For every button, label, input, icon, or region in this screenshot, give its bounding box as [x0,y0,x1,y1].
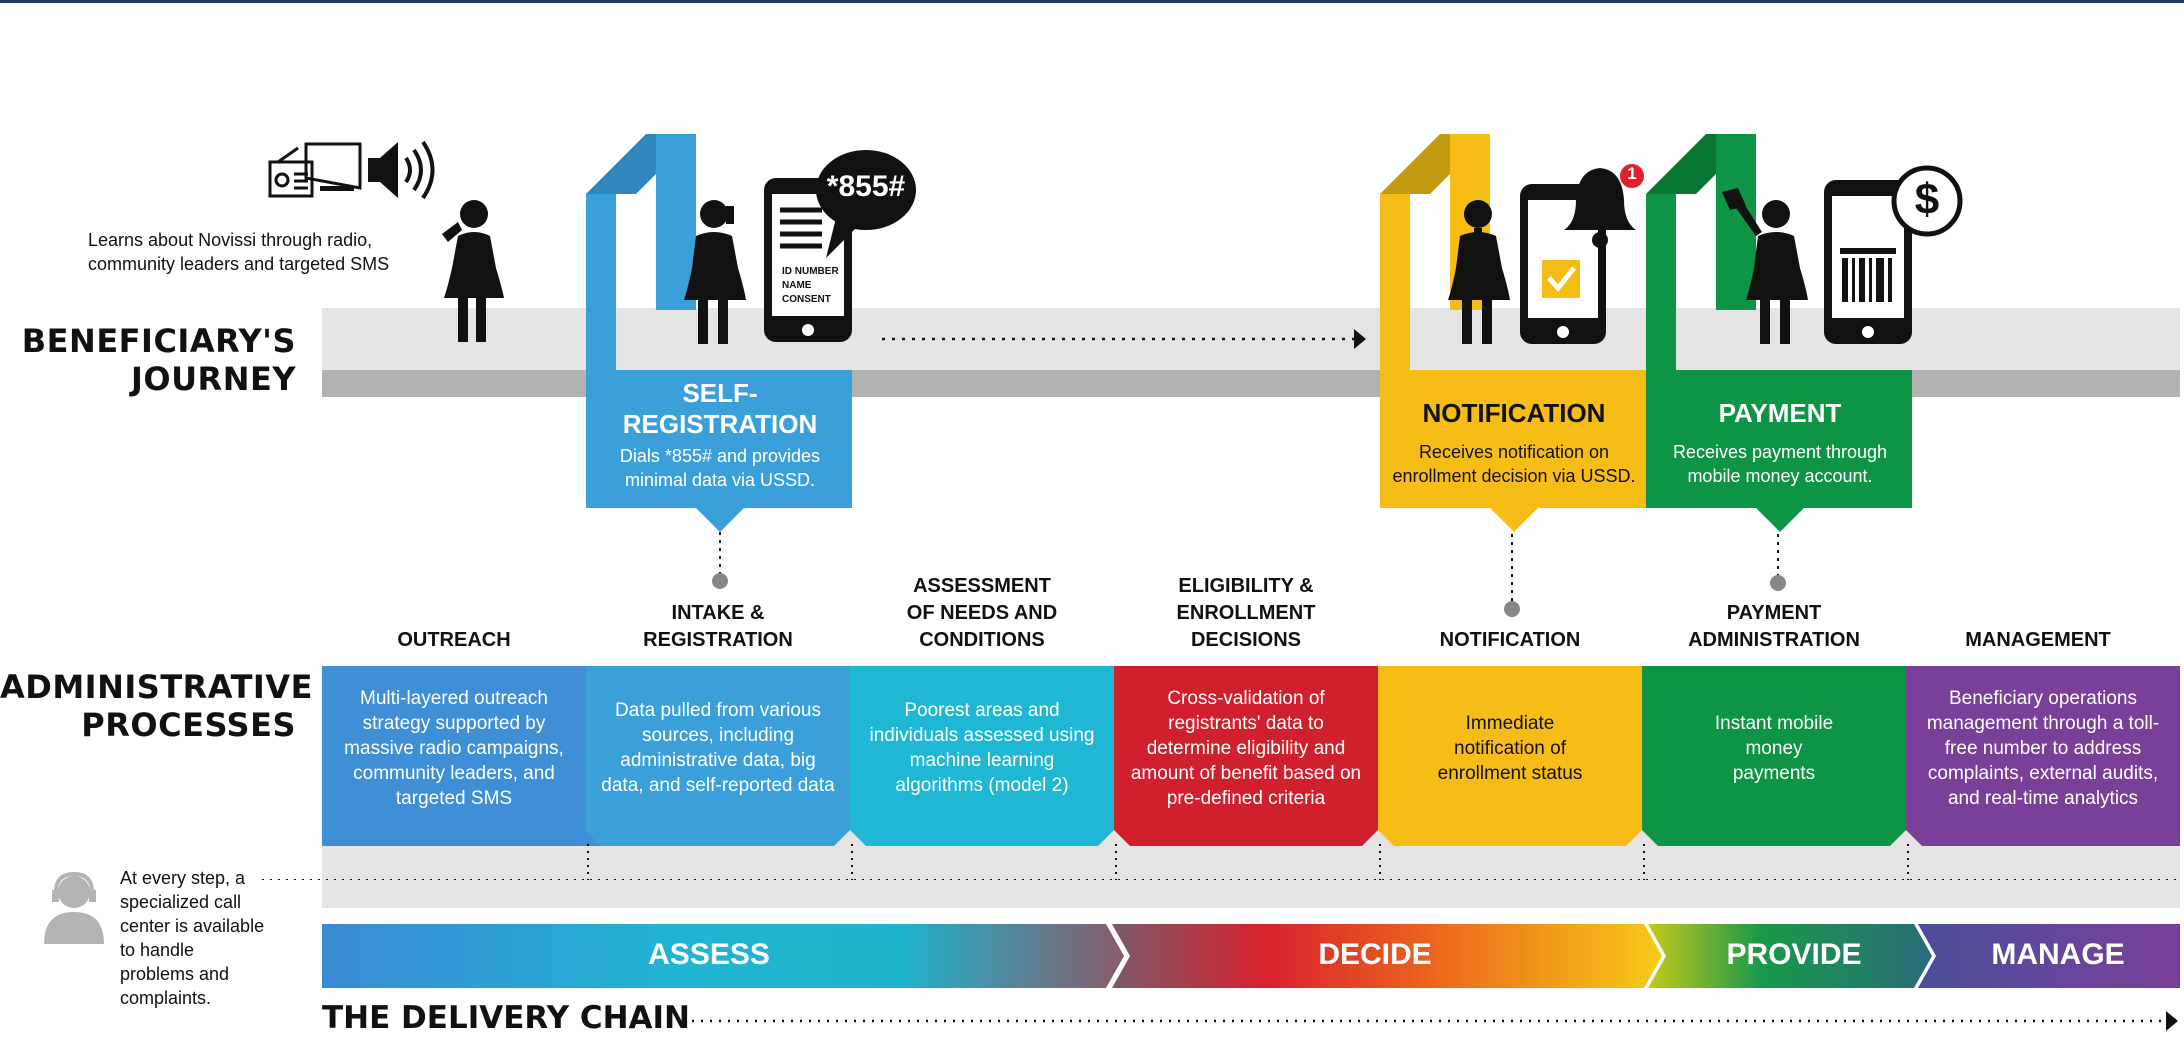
stage-boxes [322,666,2180,846]
phone-form-icon [764,178,852,342]
stage-text-assessment: Poorest areas and individuals assessed u… [869,700,1095,796]
self-registration-title: SELF- REGISTRATION [622,378,818,439]
media-icons [268,140,435,200]
stage-heading-notification: NOTIFICATION [1439,629,1581,651]
delivery-chain-title: THE DELIVERY CHAIN [322,1000,691,1036]
stage-heading-outreach: OUTREACH [397,629,511,651]
phase-assess [322,924,1124,988]
journey-section-title: BENEFICIARY'S JOURNEY [21,322,296,398]
stage-text-outreach: Multi-layered outreach strategy supporte… [344,687,564,809]
notification-badge [1620,164,1644,188]
phase-provide [1648,924,1932,988]
stage-box-texts: Multi-layered outreach strategy supporte… [322,666,2180,830]
call-center-text: At every step, a specialized call center… [120,868,265,1008]
phase-bar [322,924,2180,988]
person-with-card-icon [1722,188,1808,344]
bell-icon [1564,168,1636,248]
speaker-icon [368,140,435,200]
delivery-chain-arrow [692,1011,2178,1031]
stage-heading-assessment: ASSESSMENT OF NEEDS AND CONDITIONS [906,575,1058,651]
phase-manage [1918,924,2180,988]
stage-box-intake [586,666,850,846]
payment-title: PAYMENT [1718,398,1842,428]
payment-bracket [1646,134,1912,532]
call-center-line [262,844,2180,880]
phase-decide [1112,924,1662,988]
stage-box-assessment [850,666,1114,846]
stage-heading-intake: INTAKE & REGISTRATION [643,602,793,651]
notification-title: NOTIFICATION [1422,398,1606,428]
person-listening-icon [442,200,504,342]
stage-box-notification [1378,666,1642,846]
call-center-agent-icon [44,872,104,944]
ussd-code: *855# [826,170,906,203]
stage-text-management: Beneficiary operations management throug… [1926,687,2160,809]
phase-label-manage: MANAGE [1991,938,2125,971]
phone-form-line-consent: CONSENT [782,294,831,305]
stage-box-management [1906,666,2180,846]
outreach-note: Learns about Novissi through radio, comm… [88,230,390,274]
top-rule [0,0,2184,3]
stage-box-eligibility [1114,666,1378,846]
payment-connector [1770,534,1786,591]
self-registration-bracket [586,134,852,532]
phone-barcode-icon [1824,180,1912,344]
dollar-symbol: $ [1914,175,1940,224]
phone-form-line-id: ID NUMBER [782,266,839,277]
phase-label-assess: ASSESS [648,938,770,971]
notification-desc: Receives notification on enrollment deci… [1392,442,1636,486]
tv-icon [304,142,362,191]
stage-text-eligibility: Cross-validation of registrants' data to… [1130,687,1362,809]
stage-text-payment: Instant mobile money payments [1714,712,1834,784]
person-on-phone-icon [684,200,746,344]
payment-desc: Receives payment through mobile money ac… [1672,442,1888,486]
registration-connector [712,532,728,589]
ussd-speech-bubble [816,150,916,258]
admin-section-title: ADMINISTRATIVE PROCESSES [0,668,313,744]
journey-dotted-arrow [882,329,1366,349]
phase-label-decide: DECIDE [1318,938,1432,971]
phase-label-provide: PROVIDE [1726,938,1862,971]
person-surprised-icon [1448,200,1510,344]
stage-text-intake: Data pulled from various sources, includ… [601,700,835,796]
stage-heading-management: MANAGEMENT [1965,629,2111,651]
stage-box-payment [1642,666,1906,846]
stage-heading-eligibility: ELIGIBILITY & ENROLLMENT DECISIONS [1176,575,1316,651]
stage-text-notification: Immediate notification of enrollment sta… [1437,712,1583,784]
dollar-coin-icon [1891,165,1963,237]
notification-badge-count: 1 [1627,164,1637,183]
phone-form-line-name: NAME [782,280,812,291]
stage-headings: OUTREACH INTAKE & REGISTRATION ASSESSMEN… [322,560,2178,654]
self-registration-desc: Dials *855# and provides minimal data vi… [619,446,821,490]
stage-heading-payment: PAYMENT ADMINISTRATION [1688,602,1860,651]
notification-connector [1504,534,1520,617]
